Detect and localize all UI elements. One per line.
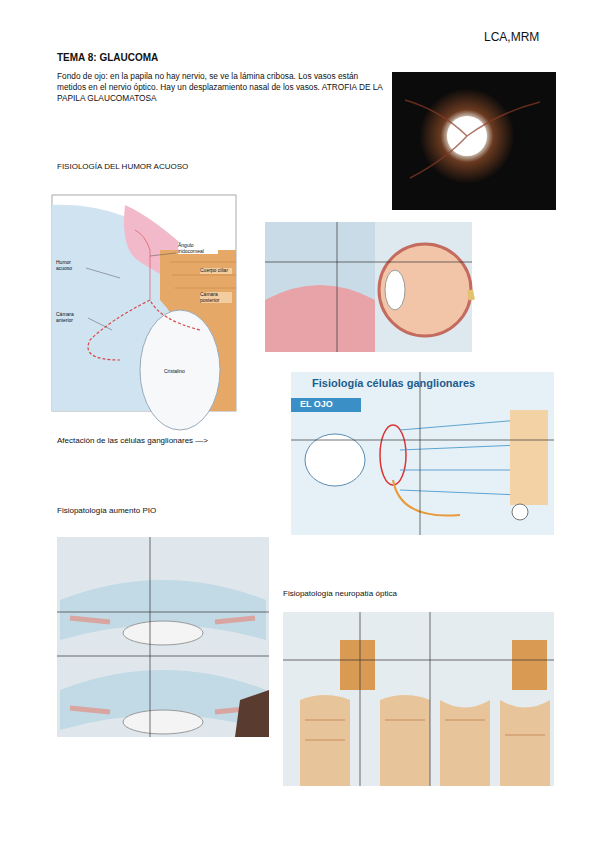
poster-title: Fisiología células ganglionares	[312, 377, 475, 391]
page-title: TEMA 8: GLAUCOMA	[57, 52, 158, 65]
eye-section-photo	[265, 222, 472, 352]
section-heading: FISIOLOGÍA DEL HUMOR ACUOSO	[57, 162, 188, 172]
diagram-label: Cristalino	[164, 368, 185, 374]
ganglion-cells-photo	[291, 372, 554, 535]
diagram-label: Cámara posterior	[200, 292, 232, 303]
intro-paragraph: Fondo de ojo: en la papila no hay nervio…	[57, 71, 387, 105]
optic-neuropathy-photo	[283, 612, 554, 786]
diagram-label: Cuerpo ciliar	[200, 268, 232, 274]
diagram-label: Cámara anterior	[56, 312, 86, 323]
iop-photo	[57, 537, 269, 737]
section-heading: Fisiopatología aumento PIO	[57, 506, 156, 516]
diagram-label: Ángulo iridocorneal	[178, 243, 218, 254]
author-mark: LCA,MRM	[484, 30, 539, 45]
fundus-photo	[392, 72, 556, 210]
section-heading: Fisiopatología neuropatía óptica	[283, 589, 397, 599]
diagram-label: Humor acuoso	[56, 260, 84, 271]
poster-banner: EL OJO	[300, 399, 333, 410]
aqueous-humor-diagram	[52, 195, 236, 430]
section-heading: Afectación de las células ganglionares —…	[57, 436, 208, 446]
